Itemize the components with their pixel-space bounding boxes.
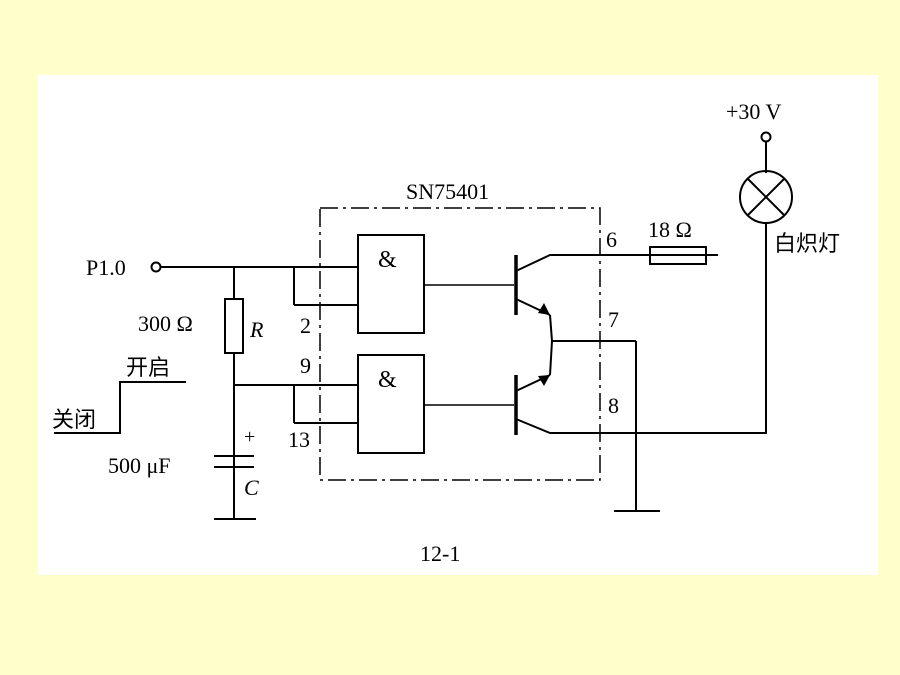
and-gate-top-symbol: & [378,247,397,273]
switch-on-label: 开启 [126,355,170,380]
pin-13: 13 [288,427,310,452]
capacitor-symbol: C [244,475,259,500]
series-resistor-label: 18 Ω [648,217,692,242]
input-terminal [150,261,162,273]
resistor-r [224,298,244,354]
pin-7: 7 [608,307,619,332]
resistor-18 [649,246,707,265]
and-gate-top [357,234,425,334]
switch-waveform [54,381,186,434]
lamp-label: 白炽灯 [774,231,840,256]
and-gate-bottom [357,354,425,454]
circuit-diagram: SN75401 P1.0 300 Ω R + 500 μF C 开启 关闭 2 … [52,99,840,566]
pin-8: 8 [608,393,619,418]
supply-terminal [760,131,772,143]
ic-boundary [319,207,601,481]
resistor-value: 300 Ω [138,311,193,336]
and-gate-bottom-symbol: & [378,367,397,393]
supply-label: +30 V [726,99,782,124]
pin-9: 9 [300,353,311,378]
switch-off-label: 关闭 [52,407,96,432]
input-label: P1.0 [86,255,126,280]
pin-6: 6 [606,227,617,252]
figure-label: 12-1 [420,541,460,566]
capacitor-polarity: + [244,426,255,448]
capacitor-value: 500 μF [108,453,171,478]
pin-2: 2 [300,313,311,338]
diagram-panel: SN75401 P1.0 300 Ω R + 500 μF C 开启 关闭 2 … [38,75,878,575]
ic-name: SN75401 [406,179,489,204]
resistor-symbol: R [249,317,264,342]
